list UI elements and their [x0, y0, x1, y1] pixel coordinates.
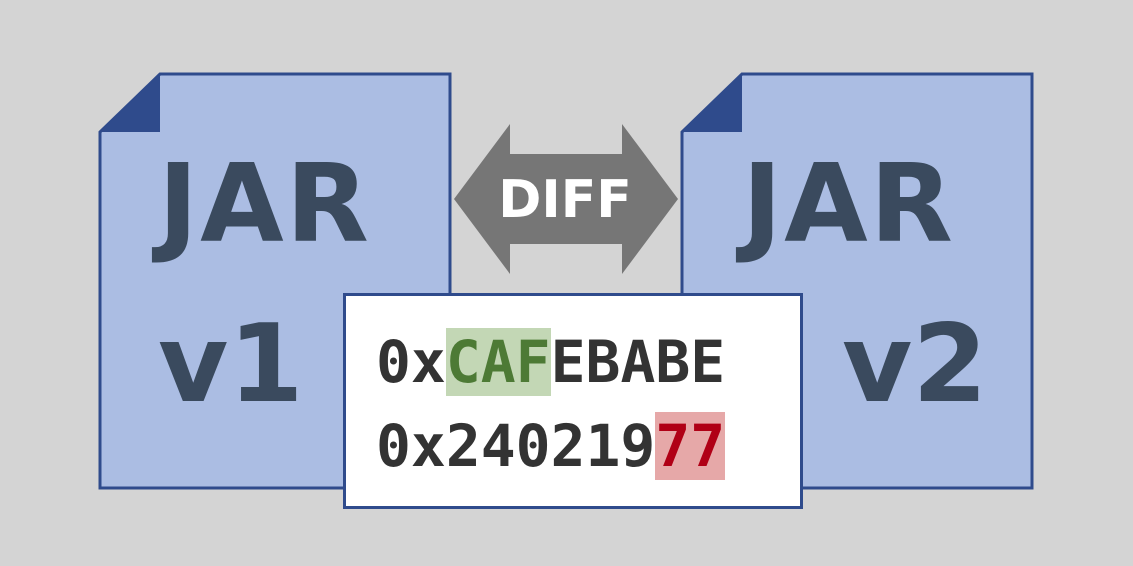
- hex-line-1-added: CAF: [445, 328, 551, 396]
- hex-line-2-prefix: 0x240219: [376, 412, 656, 480]
- hex-line-1-prefix: 0x: [376, 328, 446, 396]
- double-arrow-icon: [454, 124, 678, 274]
- jar-v2-title: JAR: [742, 142, 955, 267]
- hex-line-2-removed: 77: [655, 412, 726, 480]
- jar-v2-version: v2: [842, 302, 988, 427]
- hex-line-1: 0xCAFEBABE: [376, 326, 725, 398]
- diff-label: DIFF: [498, 170, 632, 230]
- jar-v1-version: v1: [158, 302, 304, 427]
- jar-v1-title: JAR: [158, 142, 371, 267]
- hex-diff-box: 0xCAFEBABE 0x24021977: [343, 293, 803, 509]
- hex-line-2: 0x24021977: [376, 410, 726, 482]
- hex-line-1-suffix: EBABE: [550, 328, 726, 396]
